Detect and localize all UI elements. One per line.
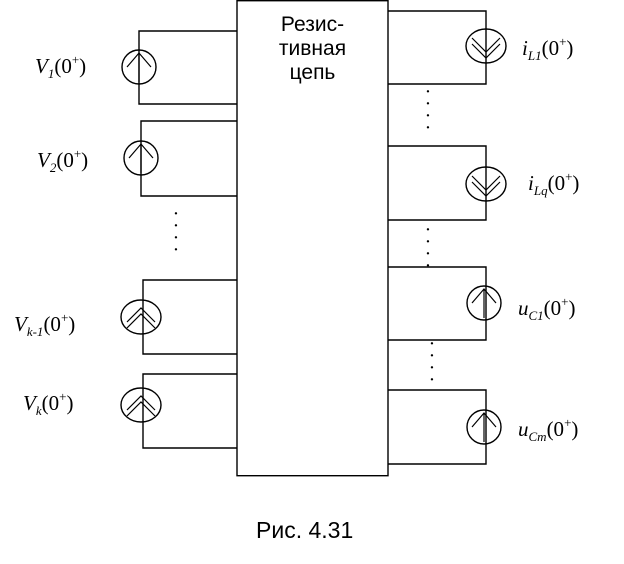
source-label-uc1: uC1(0+): [518, 294, 576, 323]
resistive-network-block: [236, 0, 389, 477]
right-loop-uC1: [388, 266, 487, 341]
ellipsis-dots: ····: [424, 81, 432, 139]
left-loop-1: [138, 30, 237, 105]
double-chevron-down-circle-icon: [465, 28, 507, 64]
double-chevron-up-circle-icon: [120, 299, 162, 335]
source-label-v2: V2(0+): [37, 146, 89, 175]
left-loop-2: [140, 120, 237, 197]
up-arrow-circle-icon: [466, 409, 502, 445]
source-label-v1: V1(0+): [35, 52, 87, 81]
left-loop-k-1: [142, 279, 237, 355]
left-loop-k: [142, 373, 237, 449]
ellipsis-dots: ····: [172, 203, 180, 261]
right-loop-uCm: [388, 389, 487, 465]
block-label-line: Резис-: [280, 13, 345, 36]
up-arrow-circle-icon: [121, 49, 157, 85]
block-label: Резис- тивная цепь: [248, 13, 377, 85]
source-label-ucm: uCm(0+): [518, 415, 579, 444]
source-label-vk: Vk(0+): [23, 389, 74, 418]
double-chevron-down-circle-icon: [465, 166, 507, 202]
block-label-line: цепь: [289, 61, 336, 85]
right-loop-iL1: [388, 10, 487, 85]
up-arrow-circle-icon: [123, 140, 159, 176]
right-loop-iLq: [388, 145, 487, 221]
source-label-il1: iL1(0+): [522, 34, 574, 63]
up-arrow-circle-icon: [466, 285, 502, 321]
ellipsis-dots: ····: [428, 333, 436, 391]
source-label-vk-1: Vk-1(0+): [14, 310, 76, 339]
figure-caption: Рис. 4.31: [256, 517, 354, 543]
block-label-line: тивная: [278, 37, 347, 61]
ellipsis-dots: ····: [424, 219, 432, 277]
double-chevron-up-circle-icon: [120, 387, 162, 423]
source-label-ilq: iLq(0+): [528, 169, 580, 198]
